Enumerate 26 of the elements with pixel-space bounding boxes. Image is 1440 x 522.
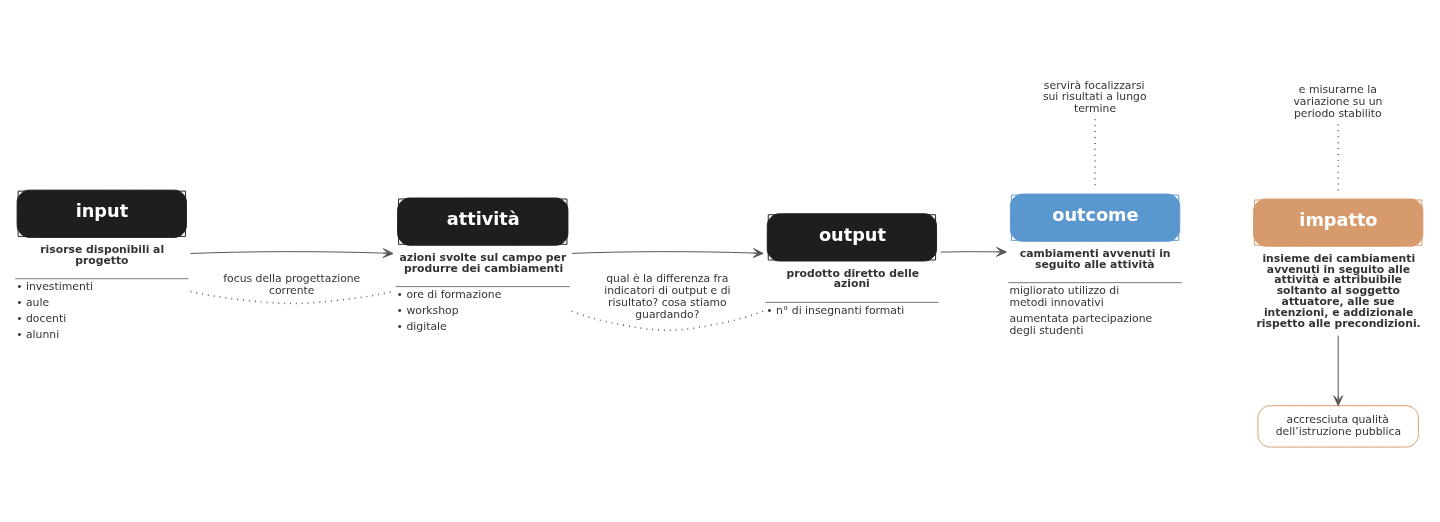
node-label: insieme dei cambiamenti avvenuti in seguito alle attività e attribuibile soltanto al soggetto attuatore, alle sue intenzioni, e addizionale rispetto alle precondizioni. <box>1256 251 1421 330</box>
node-text: e misurarne la variazione su un periodo stabilito <box>1293 82 1383 120</box>
node-box: accresciuta qualità dell’istruzione pubblica <box>1257 404 1419 448</box>
node-label: cambiamenti avvenuti in seguito alle attività <box>1019 246 1171 271</box>
arrow <box>571 247 764 258</box>
arrow <box>1333 334 1344 406</box>
node-label: aumentata partecipazione degli studenti <box>1009 311 1153 337</box>
edge-label: qual è la differenza fra indicatori di output e di risultato? cosa stiamo guardando? <box>604 271 731 321</box>
node-label: • n° di insegnanti formati <box>766 303 905 317</box>
node-label: risorse disponibili al progetto <box>40 242 165 267</box>
node-label: prodotto diretto delle azioni <box>786 266 920 290</box>
node-label: • workshop <box>396 303 459 317</box>
node-label: migliorato utilizzo di metodi innovativi <box>1009 283 1120 309</box>
node-label: • aule <box>16 295 50 309</box>
node-label: • digitale <box>396 319 447 333</box>
arrow <box>940 246 1007 257</box>
node-label: • ore di formazione <box>396 287 502 301</box>
node-text: servirà focalizzarsi sui risultati a lungo termine <box>1042 78 1147 115</box>
connector <box>189 290 394 304</box>
node-label: • docenti <box>16 311 67 325</box>
node-label: • alunni <box>16 327 60 341</box>
node-label: azioni svolte sul campo per produrre dei cambiamenti <box>399 250 567 275</box>
node-label: • investimenti <box>16 279 94 293</box>
arrow <box>190 247 394 258</box>
connector <box>570 309 764 331</box>
edge-label: focus della progettazione corrente <box>223 271 361 297</box>
